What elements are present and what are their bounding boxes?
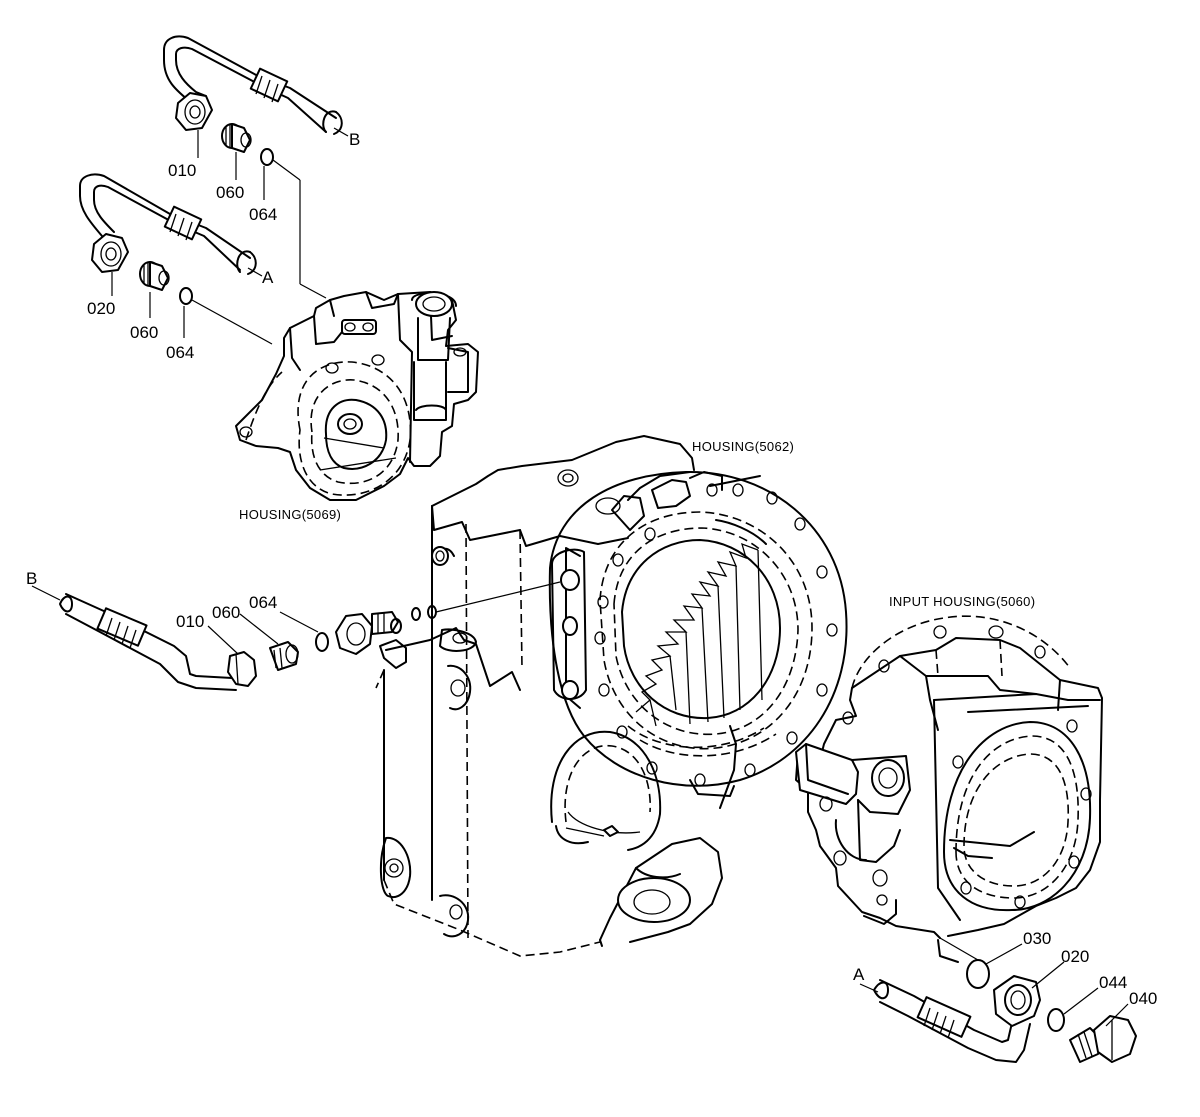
label-044-bottom: 044 <box>1099 973 1127 992</box>
union-060-mid <box>139 261 170 291</box>
label-020-bottom: 020 <box>1061 947 1089 966</box>
label-040-bottom: 040 <box>1129 989 1157 1008</box>
nut-010-top <box>175 92 213 131</box>
label-020-top: 020 <box>87 299 115 318</box>
nut-020-top <box>91 233 129 273</box>
union-060-left <box>269 641 299 671</box>
label-010-left: 010 <box>176 612 204 631</box>
o-ring-064-mid <box>179 287 193 305</box>
ring-gear-flange <box>548 470 848 797</box>
label-060-top: 060 <box>216 183 244 202</box>
o-ring-064-top <box>260 148 274 166</box>
label-064-top: 064 <box>249 205 277 224</box>
label-030-bottom: 030 <box>1023 929 1051 948</box>
banjo-020-bottom <box>993 975 1041 1027</box>
pipe-a-top <box>79 173 273 345</box>
input-housing-5060 <box>795 615 1103 963</box>
label-input-housing-5060: INPUT HOUSING(5060) <box>889 594 1035 609</box>
plug-040-bottom <box>1069 1015 1137 1063</box>
label-064-left: 064 <box>249 593 277 612</box>
label-064-mid: 064 <box>166 343 194 362</box>
pipe-a-bottom <box>859 937 1137 1063</box>
label-010-top: 010 <box>168 161 196 180</box>
label-a-bottom: A <box>853 965 865 984</box>
label-housing-5062: HOUSING(5062) <box>692 439 794 454</box>
pipe-b-top <box>163 35 349 299</box>
pipe-b-left <box>31 585 329 691</box>
label-b-top: B <box>349 130 360 149</box>
label-a-top: A <box>262 268 274 287</box>
label-b-left: B <box>26 569 37 588</box>
housing-5069 <box>235 291 479 501</box>
o-ring-064-left <box>315 632 329 652</box>
o-ring-030-bottom <box>966 959 990 989</box>
housing-5062 <box>375 435 737 957</box>
banjo-bolt <box>335 581 561 669</box>
union-060-top <box>221 123 252 153</box>
label-060-mid: 060 <box>130 323 158 342</box>
nut-010-left <box>227 651 257 687</box>
o-ring-044-bottom <box>1047 1008 1065 1032</box>
label-060-left: 060 <box>212 603 240 622</box>
label-housing-5069: HOUSING(5069) <box>239 507 341 522</box>
